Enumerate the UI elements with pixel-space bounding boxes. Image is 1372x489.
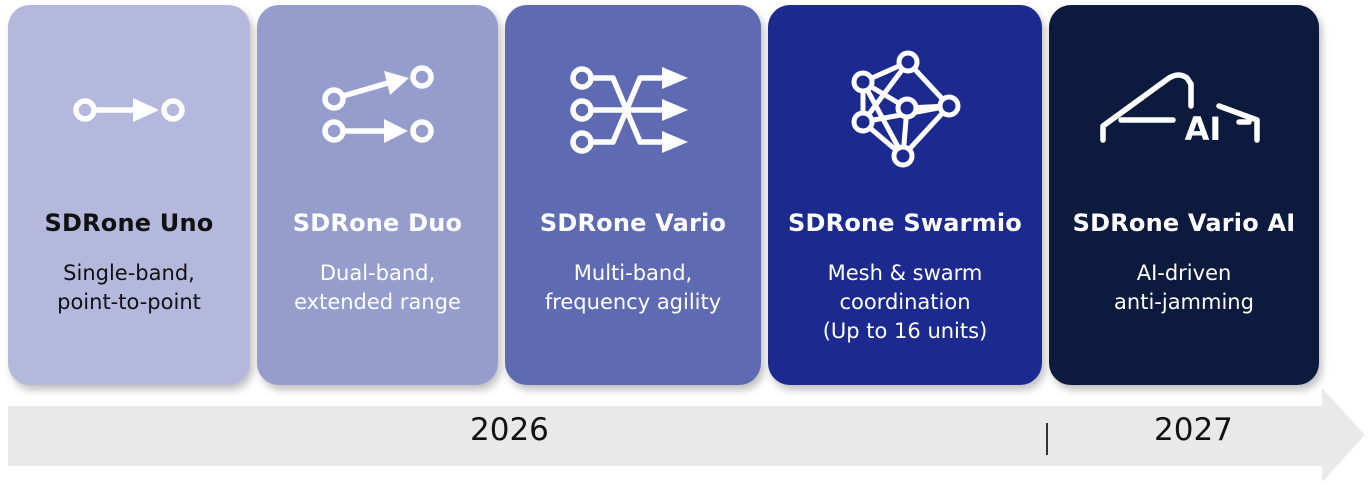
description-line: Mesh & swarm xyxy=(827,261,983,285)
product-card-vario: SDRone Vario Multi-band, frequency agili… xyxy=(505,5,761,385)
ai-label: AI xyxy=(1185,110,1222,148)
description-line: extended range xyxy=(294,290,461,314)
product-description: Dual-band, extended range xyxy=(257,259,498,317)
product-card-swarmio: SDRone Swarmio Mesh & swarm coordination… xyxy=(768,5,1042,385)
drone-ai-icon: AI xyxy=(1049,55,1319,165)
product-title: SDRone Duo xyxy=(292,209,463,237)
description-line: (Up to 16 units) xyxy=(822,319,988,343)
product-title: SDRone Uno xyxy=(44,209,214,237)
product-description: AI-driven anti-jamming xyxy=(1049,259,1319,317)
timeline-divider xyxy=(1046,423,1048,455)
product-title: SDRone Vario xyxy=(539,209,727,237)
timeline-arrow xyxy=(8,388,1365,482)
product-title: SDRone Swarmio xyxy=(788,209,1022,237)
product-description: Mesh & swarm coordination (Up to 16 unit… xyxy=(768,259,1042,346)
product-title: SDRone Vario AI xyxy=(1072,209,1296,237)
year-2027-label: 2027 xyxy=(1154,412,1233,448)
mesh-network-icon xyxy=(768,50,1042,168)
description-line: point-to-point xyxy=(57,290,201,314)
description-line: frequency agility xyxy=(544,290,722,314)
description-line: coordination xyxy=(839,290,971,314)
dual-branch-icon xyxy=(257,55,498,165)
product-description: Multi-band, frequency agility xyxy=(505,259,761,317)
year-2026-label: 2026 xyxy=(470,412,549,448)
product-card-uno: SDRone Uno Single-band, point-to-point xyxy=(8,5,250,385)
point-to-point-icon xyxy=(8,55,250,165)
product-description: Single-band, point-to-point xyxy=(8,259,250,317)
description-line: anti-jamming xyxy=(1114,290,1254,314)
multi-band-crossover-icon xyxy=(505,55,761,165)
product-card-duo: SDRone Duo Dual-band, extended range xyxy=(257,5,498,385)
product-card-vario-ai: AI SDRone Vario AI AI-driven anti-jammin… xyxy=(1049,5,1319,385)
description-line: Multi-band, xyxy=(573,261,693,285)
description-line: Single-band, xyxy=(63,261,195,285)
description-line: AI-driven xyxy=(1136,261,1232,285)
description-line: Dual-band, xyxy=(319,261,436,285)
